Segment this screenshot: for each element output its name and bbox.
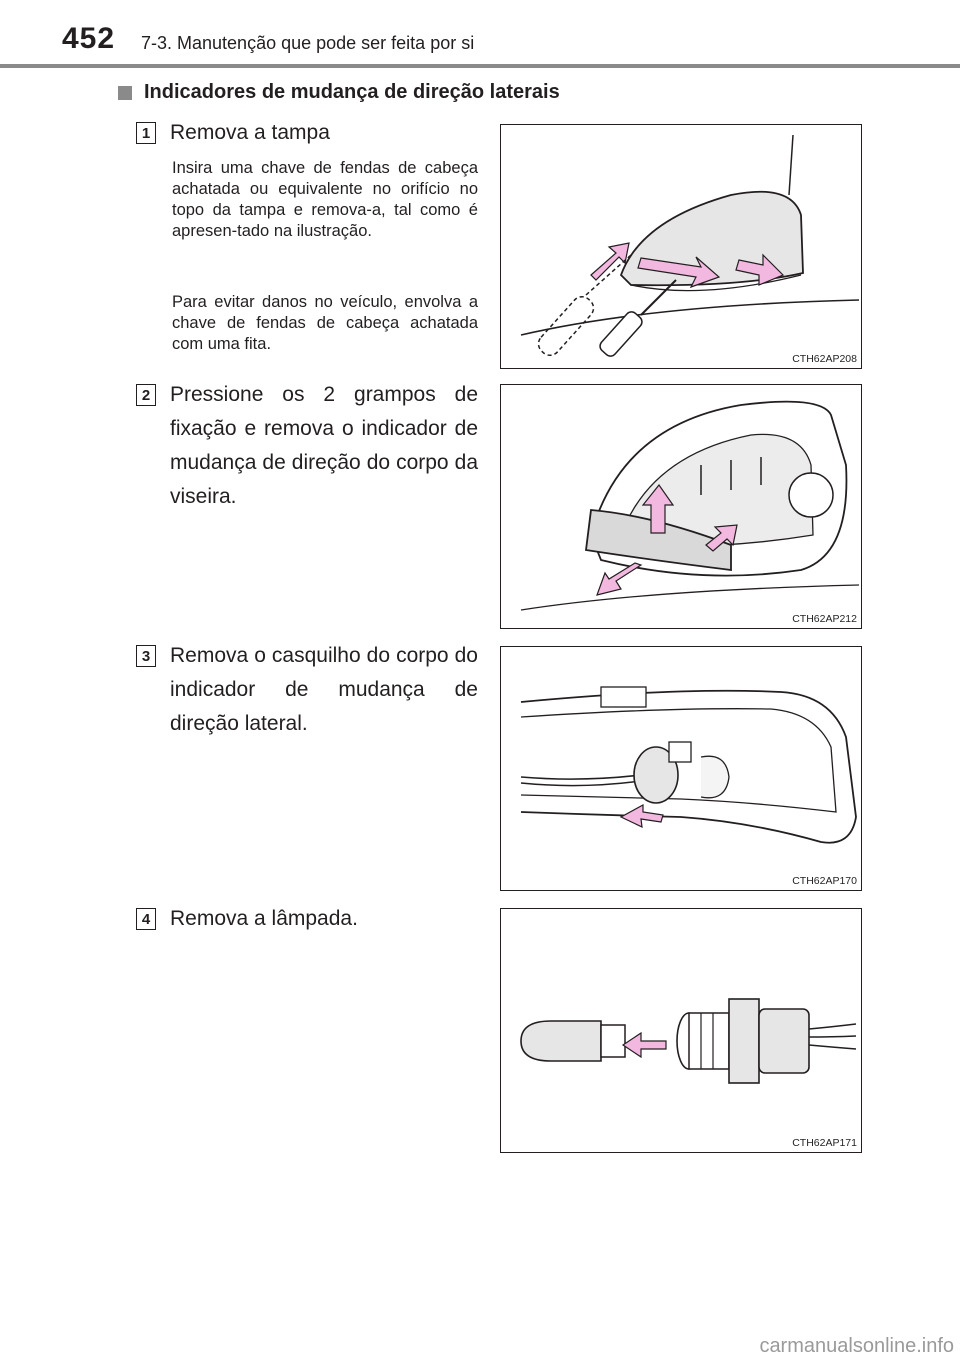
section-title-text: Indicadores de mudança de direção latera… bbox=[144, 81, 560, 103]
step-title-1: Remova a tampa bbox=[170, 121, 330, 144]
step-title-2: Pressione os 2 grampos de fixação e remo… bbox=[170, 383, 478, 508]
page-header: 452 7-3. Manutenção que pode ser feita p… bbox=[0, 0, 960, 70]
figure-step-4: CTH62AP171 bbox=[500, 908, 862, 1153]
bulb-removal-illustration bbox=[520, 998, 857, 1084]
step-1-note-2: Para evitar danos no veículo, envolva a … bbox=[172, 293, 478, 353]
figure-step-1: CTH62AP208 bbox=[500, 124, 862, 369]
chapter-title: 7-3. Manutenção que pode ser feita por s… bbox=[141, 33, 475, 53]
step-1-note-1: Insira uma chave de fendas de cabeça ach… bbox=[172, 159, 478, 240]
figure-code-4: CTH62AP171 bbox=[792, 1137, 857, 1149]
step-title-4: Remova a lâmpada. bbox=[170, 907, 358, 930]
step-number-3: 3 bbox=[136, 645, 156, 667]
section-title: Indicadores de mudança de direção latera… bbox=[118, 81, 560, 104]
watermark: carmanualsonline.info bbox=[759, 1335, 954, 1357]
step-number-4: 4 bbox=[136, 908, 156, 930]
step-number-2: 2 bbox=[136, 384, 156, 406]
mirror-cover-illustration bbox=[520, 134, 860, 357]
turn-signal-removal-illustration bbox=[520, 400, 860, 611]
section-square-icon bbox=[118, 85, 132, 100]
figure-step-2: CTH62AP212 bbox=[500, 384, 862, 629]
step-number-1: 1 bbox=[136, 122, 156, 144]
figure-code-3: CTH62AP170 bbox=[792, 875, 857, 887]
page-number: 452 bbox=[62, 22, 116, 55]
figure-step-3: CTH62AP170 bbox=[500, 646, 862, 891]
step-title-3: Remova o casquilho do corpo do indicador… bbox=[170, 644, 478, 735]
socket-removal-illustration bbox=[520, 686, 857, 844]
header-rule bbox=[0, 64, 960, 68]
figure-code-1: CTH62AP208 bbox=[792, 353, 857, 365]
figure-code-2: CTH62AP212 bbox=[792, 613, 857, 625]
